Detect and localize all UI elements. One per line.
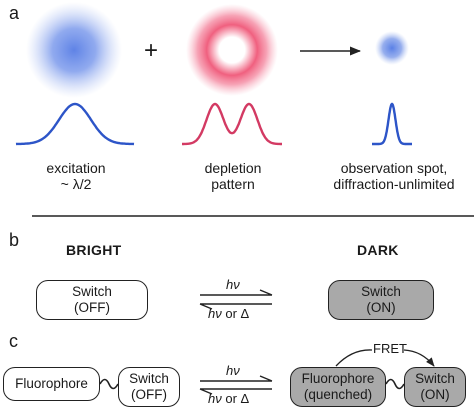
fret-arrow-tail xyxy=(403,349,435,367)
caption-observation-line1: observation spot, xyxy=(340,160,448,176)
switch-on-box-c-line2: (ON) xyxy=(420,387,450,402)
switch-off-box-line2: (OFF) xyxy=(74,300,110,315)
fluorophore-quenched-box: Fluorophore (quenched) xyxy=(290,367,386,407)
fluorophore-quenched-box-line2: (quenched) xyxy=(303,387,373,402)
panel-label-a: a xyxy=(9,3,20,23)
excitation-spot xyxy=(26,2,122,98)
caption-depletion-line1: depletion xyxy=(204,160,262,176)
dark-heading: DARK xyxy=(357,242,399,258)
caption-excitation: excitation ~ λ/2 xyxy=(34,160,118,192)
plus-sign: + xyxy=(144,37,159,64)
reverse-label-b: hν or Δ xyxy=(208,306,250,322)
caption-excitation-line1: excitation xyxy=(46,160,106,176)
depletion-donut xyxy=(186,4,278,96)
reverse-label-c-h: hν xyxy=(208,391,222,406)
linker-right xyxy=(385,378,405,390)
observation-profile xyxy=(372,102,412,146)
caption-depletion: depletion pattern xyxy=(195,160,271,192)
forward-label-c: hν xyxy=(226,363,240,378)
fluorophore-quenched-box-line1: Fluorophore xyxy=(301,371,375,387)
switch-on-box-c: Switch (ON) xyxy=(404,367,466,407)
fret-arrow xyxy=(335,349,373,367)
linker-left xyxy=(99,378,119,390)
reverse-label-b-delta: Δ xyxy=(240,306,250,321)
switch-off-box: Switch (OFF) xyxy=(36,280,148,320)
forward-label-b: hν xyxy=(226,277,240,292)
equilibrium-arrows-c xyxy=(199,375,273,395)
fret-label: FRET xyxy=(373,341,407,356)
switch-off-box-c: Switch (OFF) xyxy=(118,367,180,407)
reverse-label-c: hν or Δ xyxy=(208,391,250,407)
switch-on-box-line2: (ON) xyxy=(366,300,396,315)
switch-off-box-line1: Switch xyxy=(72,284,112,300)
fluorophore-box-line1: Fluorophore xyxy=(15,376,88,392)
switch-off-box-c-line2: (OFF) xyxy=(131,387,167,402)
reverse-label-b-h: hν xyxy=(208,306,222,321)
switch-on-box-line1: Switch xyxy=(361,284,401,300)
panel-label-b: b xyxy=(9,230,20,250)
fluorophore-box: Fluorophore xyxy=(3,367,100,401)
panel-label-c: c xyxy=(9,331,18,351)
switch-off-box-c-line1: Switch xyxy=(129,371,169,387)
switch-on-box: Switch (ON) xyxy=(328,280,434,320)
switch-on-box-c-line1: Switch xyxy=(415,371,455,387)
observation-spot xyxy=(375,31,409,65)
depletion-profile xyxy=(182,102,282,146)
equilibrium-arrows-b xyxy=(199,289,273,310)
caption-excitation-line2: ~ λ/2 xyxy=(60,176,92,193)
reverse-label-c-delta: Δ xyxy=(240,391,250,406)
excitation-profile xyxy=(15,102,135,146)
caption-depletion-line2: pattern xyxy=(211,176,255,193)
caption-observation-line2: diffraction-unlimited xyxy=(333,176,455,193)
reverse-label-b-or: or xyxy=(221,306,241,321)
reverse-label-c-or: or xyxy=(221,391,241,406)
bright-heading: BRIGHT xyxy=(66,242,122,258)
caption-observation: observation spot, diffraction-unlimited xyxy=(326,160,462,192)
